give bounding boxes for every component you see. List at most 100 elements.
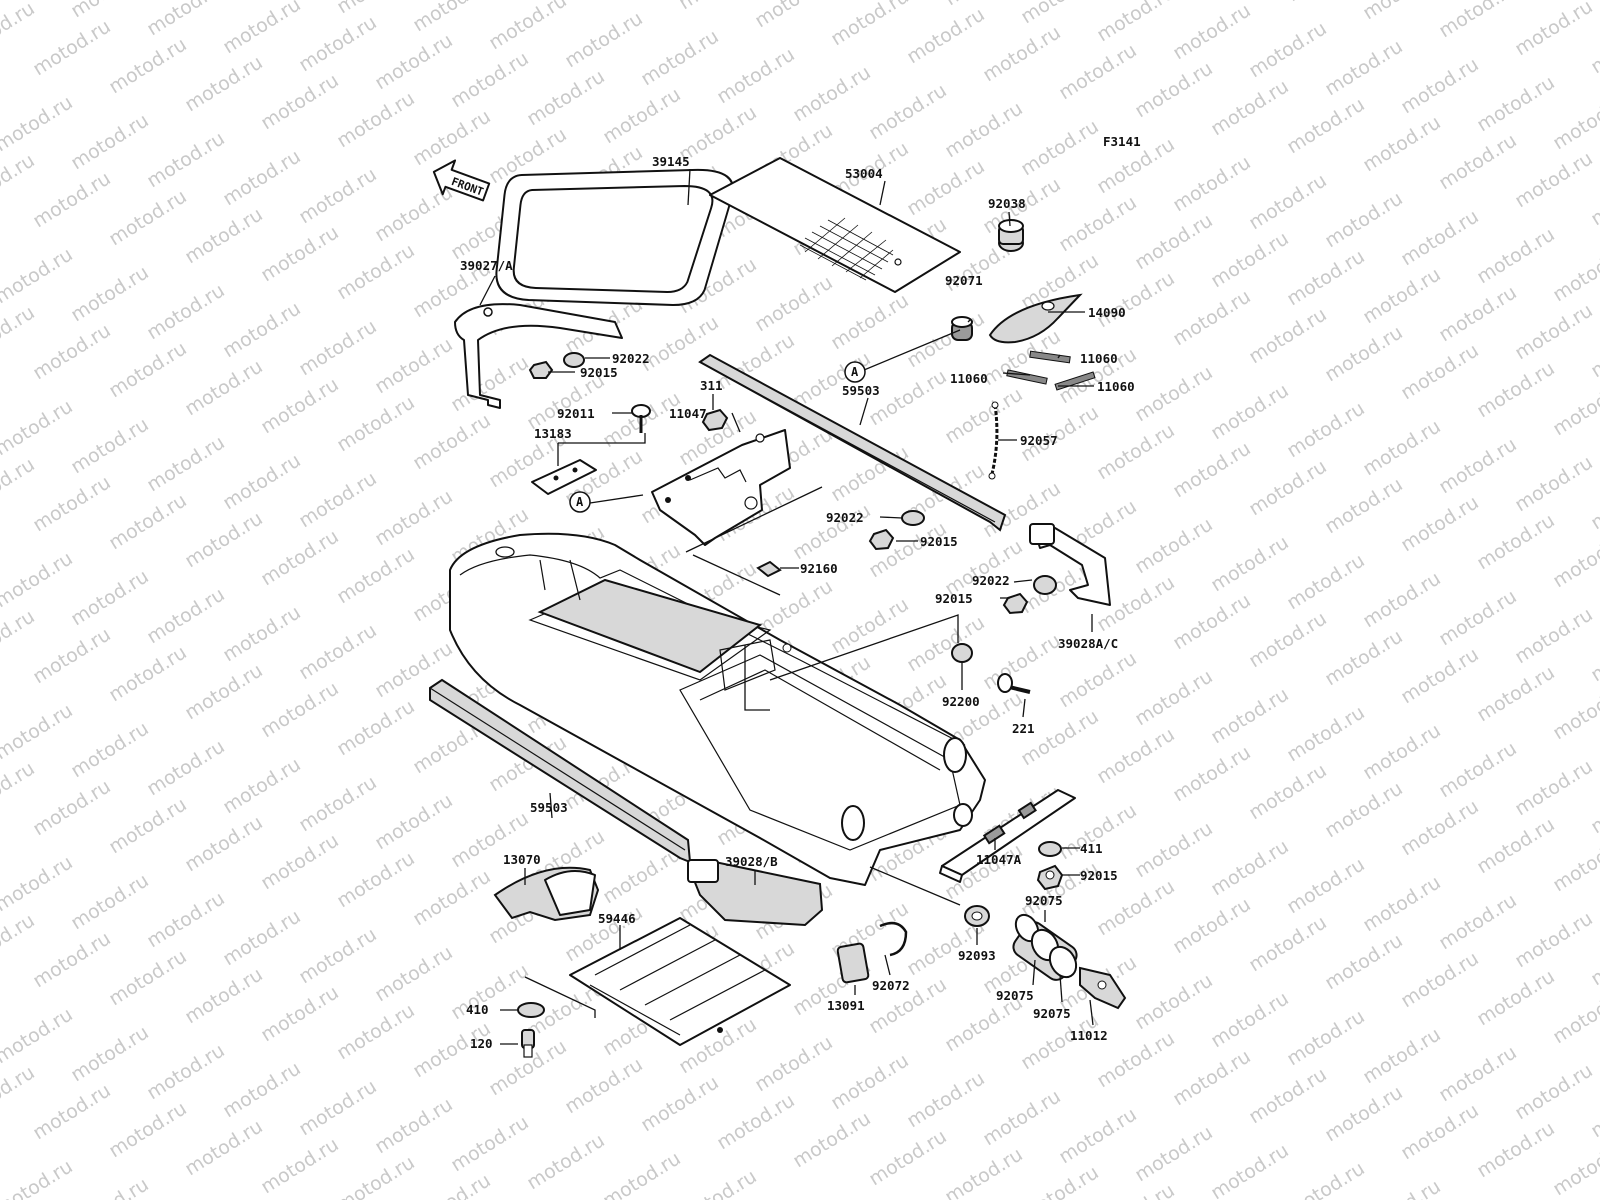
callout-92075-a: 92075 <box>1025 893 1063 908</box>
watermark-text: motod.ru <box>751 271 837 336</box>
watermark-text: motod.ru <box>29 775 115 840</box>
watermark-text: motod.ru <box>447 47 533 112</box>
watermark-text: motod.ru <box>1283 1005 1369 1070</box>
watermark-text: motod.ru <box>1549 89 1600 154</box>
part-59503-rail-top <box>698 353 1007 532</box>
watermark-text: motod.ru <box>1435 585 1521 650</box>
watermark-text: motod.ru <box>1321 473 1407 538</box>
watermark-text: motod.ru <box>29 471 115 536</box>
watermark-text: motod.ru <box>1207 835 1293 900</box>
watermark-text: motod.ru <box>1283 93 1369 158</box>
callout-92075-b: 92075 <box>996 988 1034 1003</box>
watermark-text: motod.ru <box>371 1093 457 1158</box>
watermark-text: motod.ru <box>219 1057 305 1122</box>
watermark-text: motod.ru <box>1093 0 1179 46</box>
watermark-text: motod.ru <box>295 467 381 532</box>
ref-marker-a-upper: A <box>844 361 866 383</box>
watermark-text: motod.ru <box>409 409 495 474</box>
watermark-text: motod.ru <box>333 0 419 18</box>
callout-411: 411 <box>1080 841 1103 856</box>
watermark-text: motod.ru <box>1207 1139 1293 1200</box>
watermark-text: motod.ru <box>1397 947 1483 1012</box>
watermark-text: motod.ru <box>1169 285 1255 350</box>
watermark-text: motod.ru <box>1397 1099 1483 1164</box>
watermark-text: motod.ru <box>713 43 799 108</box>
nut-92015-c <box>1002 592 1029 615</box>
watermark-text: motod.ru <box>1435 129 1521 194</box>
watermark-text: motod.ru <box>1321 321 1407 386</box>
watermark-text: motod.ru <box>219 449 305 514</box>
washer-92200 <box>951 643 973 663</box>
watermark-text: motod.ru <box>0 833 1 898</box>
watermark-text: motod.ru <box>0 1003 77 1068</box>
watermark-text: motod.ru <box>1359 0 1445 24</box>
watermark-text: motod.ru <box>0 985 1 1050</box>
watermark-text: motod.ru <box>1435 281 1521 346</box>
watermark-text: motod.ru <box>29 623 115 688</box>
watermark-text: motod.ru <box>1093 267 1179 332</box>
watermark-text: motod.ru <box>0 91 77 156</box>
watermark-text: motod.ru <box>371 333 457 398</box>
watermark-text: motod.ru <box>1473 223 1559 288</box>
watermark-text: motod.ru <box>181 51 267 116</box>
watermark-text: motod.ru <box>789 61 875 126</box>
watermark-text: motod.ru <box>561 1053 647 1118</box>
callout-92071: 92071 <box>945 273 983 288</box>
callout-39027A: 39027/A <box>460 258 513 273</box>
part-92071-grommet <box>951 316 973 341</box>
watermark-text: motod.ru <box>219 905 305 970</box>
watermark-text: motod.ru <box>67 565 153 630</box>
watermark-text: motod.ru <box>1587 925 1600 990</box>
watermark-text: motod.ru <box>1511 451 1597 516</box>
part-92093-ring <box>964 905 990 927</box>
watermark-text: motod.ru <box>1359 871 1445 936</box>
watermark-text: motod.ru <box>561 7 647 72</box>
watermark-text: motod.ru <box>903 155 989 220</box>
watermark-text: motod.ru <box>1511 299 1597 364</box>
part-92057-cord <box>988 401 999 480</box>
watermark-text: motod.ru <box>1055 647 1141 712</box>
watermark-text: motod.ru <box>1397 643 1483 708</box>
watermark-text: motod.ru <box>1131 57 1217 122</box>
watermark-text: motod.ru <box>1093 419 1179 484</box>
part-59446-grate <box>569 917 791 1046</box>
watermark-text: motod.ru <box>0 149 39 214</box>
watermark-text: motod.ru <box>105 641 191 706</box>
callout-labels: 39145 53004 92038 39027/A 92071 14090 92… <box>460 154 1135 1051</box>
callout-53004: 53004 <box>845 166 883 181</box>
callout-92093: 92093 <box>958 948 996 963</box>
watermark-text: motod.ru <box>1397 339 1483 404</box>
watermark-text: motod.ru <box>105 337 191 402</box>
callout-13091: 13091 <box>827 998 865 1013</box>
washer-410 <box>517 1002 545 1018</box>
watermark-text: motod.ru <box>1169 741 1255 806</box>
watermark-text: motod.ru <box>67 109 153 174</box>
watermark-text: motod.ru <box>751 0 837 32</box>
callout-11060-c: 11060 <box>1097 379 1135 394</box>
watermark-text: motod.ru <box>105 489 191 554</box>
watermark-text: motod.ru <box>1093 723 1179 788</box>
callout-410: 410 <box>466 1002 489 1017</box>
watermark-text: motod.ru <box>1169 437 1255 502</box>
part-39027A-handle <box>454 303 623 409</box>
callout-92075-c: 92075 <box>1033 1006 1071 1021</box>
watermark-text: motod.ru <box>143 1039 229 1104</box>
watermark-text: motod.ru <box>0 225 1 290</box>
watermark-text: motod.ru <box>1435 1041 1521 1106</box>
watermark-text: motod.ru <box>67 1173 153 1200</box>
watermark-text: motod.ru <box>257 69 343 134</box>
callout-39028B: 39028/B <box>725 854 778 869</box>
watermark-text: motod.ru <box>1549 983 1600 1048</box>
front-arrow: FRONT <box>432 159 491 202</box>
watermark-text: motod.ru <box>219 0 305 58</box>
watermark-text: motod.ru <box>1397 205 1483 270</box>
part-14090-cover <box>988 293 1083 344</box>
watermark-text: motod.ru <box>1511 0 1597 60</box>
watermark-text: motod.ru <box>1549 241 1600 306</box>
watermark-text: motod.ru <box>1435 433 1521 498</box>
pad-13091 <box>836 942 870 984</box>
watermark-text: motod.ru <box>143 583 229 648</box>
watermark-text: motod.ru <box>0 395 77 460</box>
watermark-text: motod.ru <box>827 289 913 354</box>
